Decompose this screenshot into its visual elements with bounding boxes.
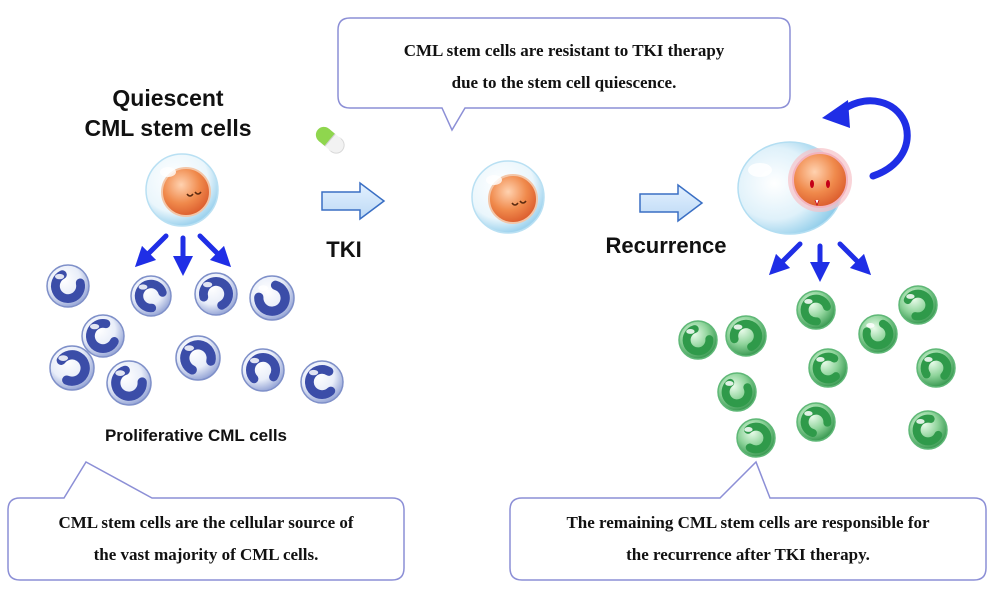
callout-top-line2: due to the stem cell quiescence. <box>452 73 677 92</box>
callout-bottom-left-line2: the vast majority of CML cells. <box>94 545 319 564</box>
cell <box>736 418 776 458</box>
callout-bottom-right: The remaining CML stem cells are respons… <box>509 460 987 581</box>
recurrence-arrow-icon <box>639 183 704 223</box>
cell <box>796 402 836 442</box>
cell <box>81 314 125 358</box>
cell <box>249 275 295 321</box>
proliferative-cells <box>46 264 344 406</box>
recurrent-cells <box>678 285 956 458</box>
cell <box>717 372 757 412</box>
cell <box>858 314 898 354</box>
quiescent-stem-cell <box>145 153 219 227</box>
self-renewal-arrow-icon <box>822 97 911 180</box>
cell <box>898 285 938 325</box>
callout-bottom-right-line2: the recurrence after TKI therapy. <box>626 545 870 564</box>
activated-stem-cell <box>737 141 852 235</box>
cell <box>725 315 767 357</box>
cell <box>130 275 172 317</box>
surviving-stem-cell <box>471 160 545 234</box>
cell <box>808 348 848 388</box>
pill-icon <box>315 126 345 154</box>
callout-top: CML stem cells are resistant to TKI ther… <box>337 17 791 132</box>
cell <box>916 348 956 388</box>
proliferative-label: Proliferative CML cells <box>105 426 287 445</box>
division-arrows-right <box>768 241 872 282</box>
callout-bottom-left: CML stem cells are the cellular source o… <box>7 460 405 581</box>
cell <box>175 335 221 381</box>
cell <box>241 348 285 392</box>
recurrence-label: Recurrence <box>605 233 726 258</box>
callout-bottom-left-line1: CML stem cells are the cellular source o… <box>58 513 353 532</box>
cell <box>796 290 836 330</box>
cell <box>908 410 948 450</box>
callout-bottom-right-line1: The remaining CML stem cells are respons… <box>566 513 930 532</box>
callout-top-line1: CML stem cells are resistant to TKI ther… <box>404 41 725 60</box>
division-arrows-left <box>134 233 232 276</box>
cell <box>300 360 344 404</box>
tki-label: TKI <box>326 237 361 262</box>
tki-arrow-icon <box>321 181 386 221</box>
cell <box>106 360 152 406</box>
cell <box>46 264 90 308</box>
stem-label-line2: CML stem cells <box>84 115 251 141</box>
cell <box>194 272 238 316</box>
stem-label-line1: Quiescent <box>112 85 224 111</box>
cell <box>49 345 95 391</box>
cell <box>678 320 718 360</box>
